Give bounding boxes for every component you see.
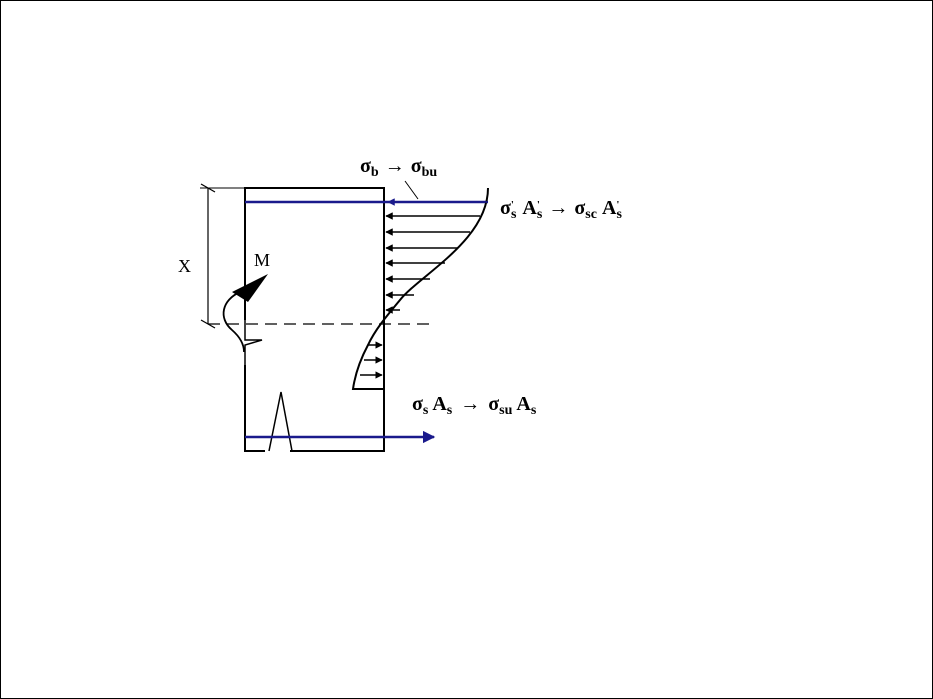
crack-mark xyxy=(268,391,293,452)
dimension-tick-bottom xyxy=(200,319,216,329)
compression-stress-arrows xyxy=(385,198,488,314)
beam-lower-left-edge xyxy=(244,365,265,452)
neutral-axis-depth-label: X xyxy=(178,256,191,276)
beam-section-outline xyxy=(244,187,385,452)
moment-arrowhead xyxy=(232,274,268,302)
section-break-mark xyxy=(244,320,263,365)
tension-stress-arrows xyxy=(360,341,383,379)
stress-distribution-curve xyxy=(351,187,489,390)
moment-curve xyxy=(222,291,245,353)
sigma-b-leader xyxy=(404,180,419,200)
moment-label: M xyxy=(254,250,270,270)
concrete-stress-label: σb→σbu xyxy=(360,155,437,180)
